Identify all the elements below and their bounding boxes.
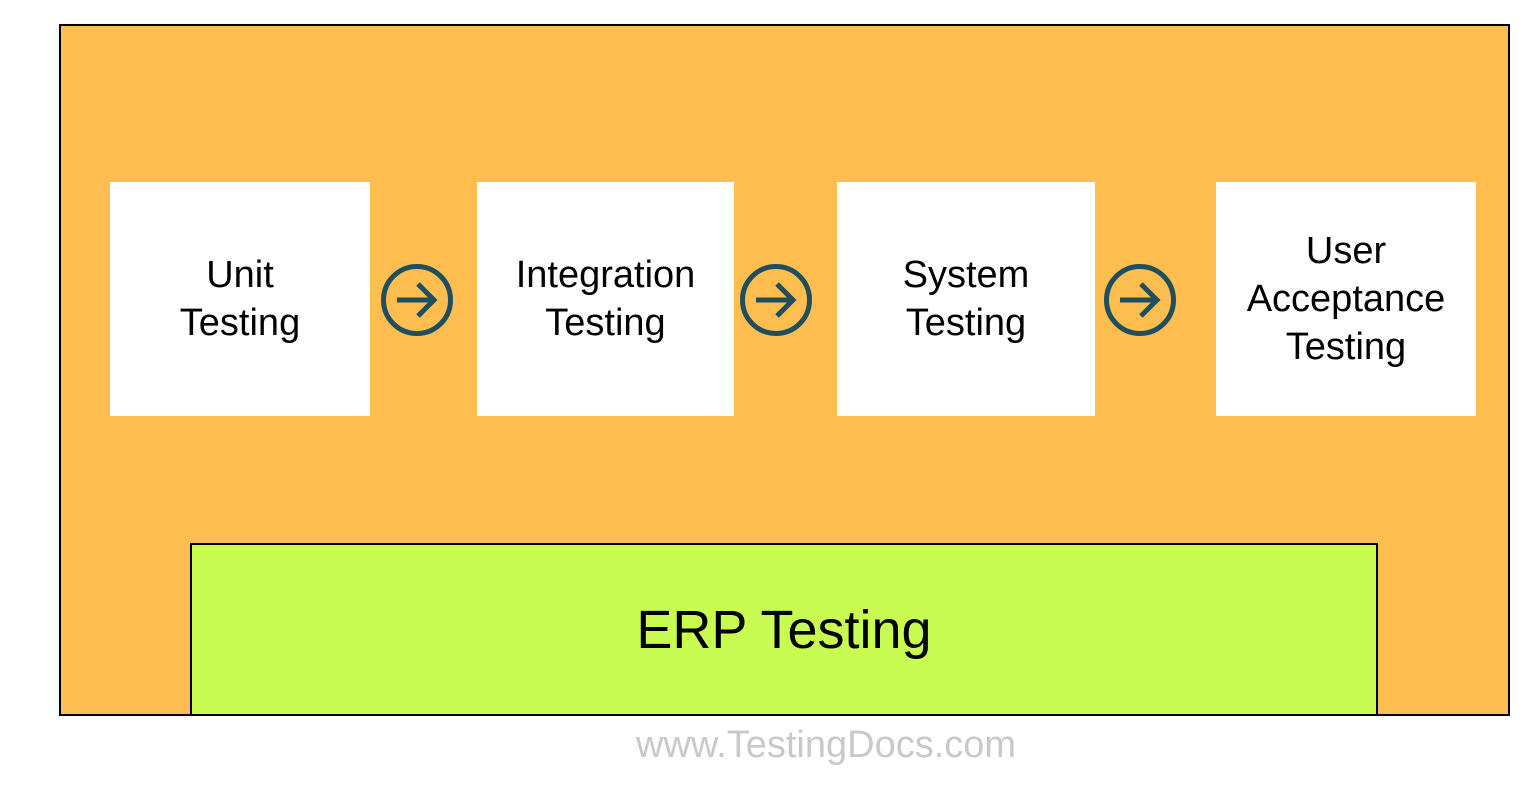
- erp-testing-label: ERP Testing: [636, 599, 932, 660]
- arrow-right-circle-icon: [740, 264, 812, 336]
- phase-label-user-acceptance-testing: User Acceptance Testing: [1246, 230, 1446, 368]
- phase-box-integration-testing: Integration Testing: [477, 182, 734, 416]
- phase-label-integration-testing: Integration Testing: [515, 254, 696, 344]
- arrow-right-circle-icon: [381, 264, 453, 336]
- arrow-right-circle-icon: [1104, 264, 1176, 336]
- watermark-text: www.TestingDocs.com: [635, 724, 1017, 766]
- phase-label-unit-testing: Unit Testing: [179, 254, 301, 344]
- erp-testing-bar: ERP Testing: [190, 543, 1378, 716]
- phase-box-user-acceptance-testing: User Acceptance Testing: [1216, 182, 1476, 416]
- testing-phases-container: Unit Testing Integration Testing System …: [59, 24, 1510, 716]
- phase-label-system-testing: System Testing: [902, 254, 1030, 344]
- phase-box-unit-testing: Unit Testing: [110, 182, 370, 416]
- phase-box-system-testing: System Testing: [837, 182, 1095, 416]
